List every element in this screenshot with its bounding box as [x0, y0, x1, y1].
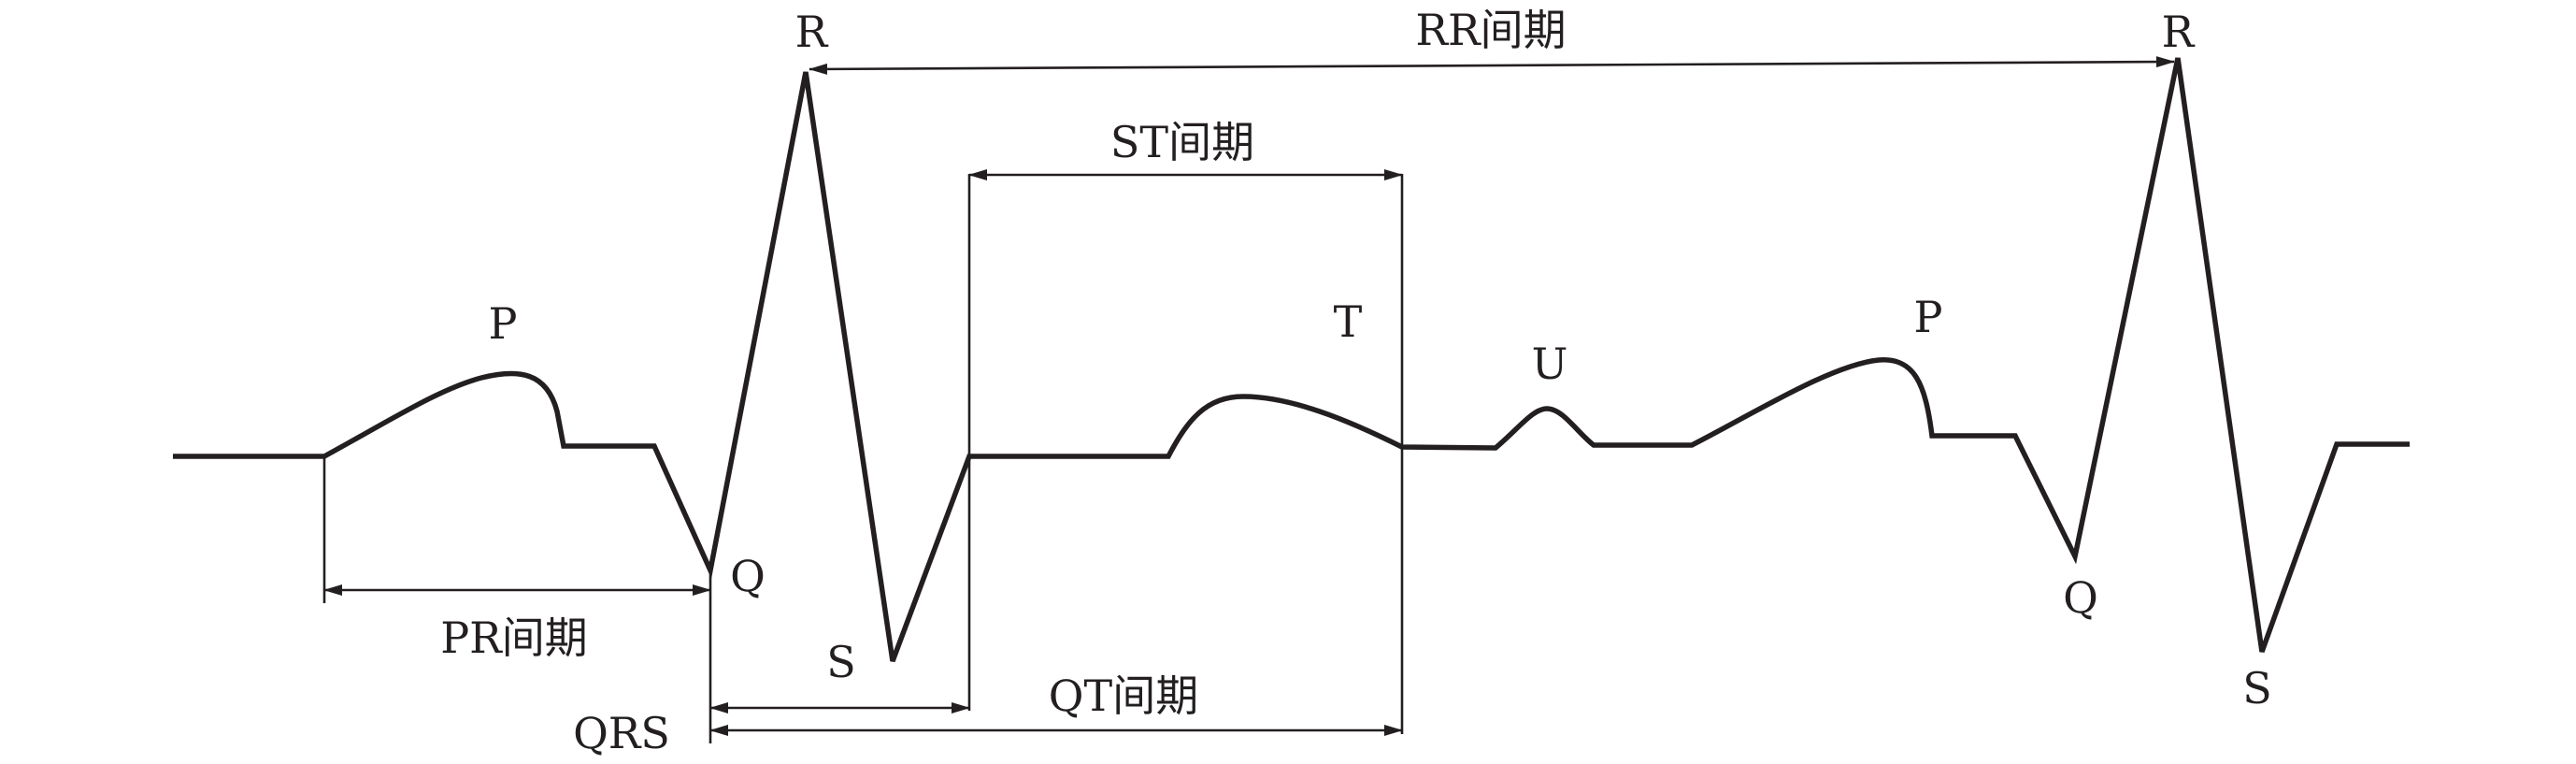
- t-wave-label: T: [1334, 296, 1363, 347]
- s-wave-label: S: [826, 637, 856, 687]
- rr-interval-label: RR间期: [1415, 5, 1566, 55]
- s2-wave-label: S: [2242, 663, 2272, 714]
- q-wave-label: Q: [730, 551, 766, 601]
- ecg-waveform: [173, 57, 2410, 662]
- pr-interval-label: PR间期: [440, 613, 588, 663]
- r-wave-label: R: [795, 7, 829, 57]
- q2-wave-label: Q: [2063, 572, 2098, 623]
- rr-interval-arrow: [809, 56, 2175, 75]
- u-wave-label: U: [1532, 339, 1568, 389]
- p-wave-label: P: [489, 298, 518, 349]
- qt-interval-label: QT间期: [1049, 670, 1198, 721]
- r2-wave-label: R: [2162, 7, 2196, 57]
- qrs-interval-label: QRS: [573, 708, 670, 758]
- p2-wave-label: P: [1914, 292, 1943, 342]
- st-interval-label: ST间期: [1110, 117, 1254, 167]
